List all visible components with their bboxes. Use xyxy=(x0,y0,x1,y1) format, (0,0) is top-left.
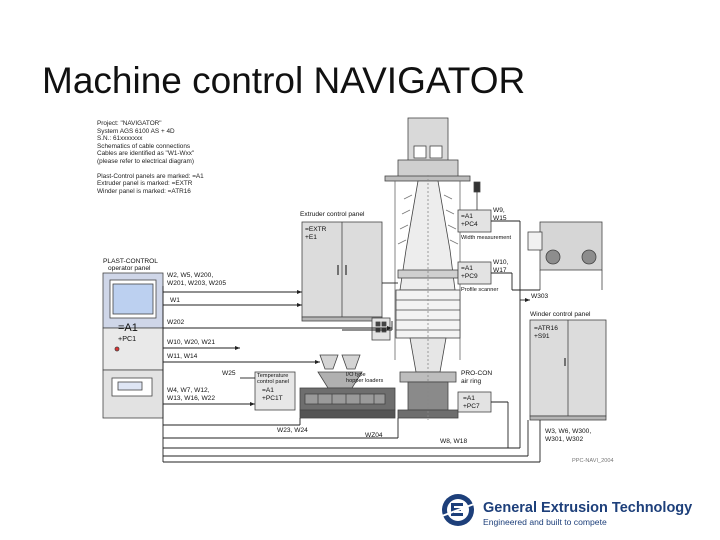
operator-panel-id: =A1 xyxy=(118,322,138,334)
extruder-panel-loc: +E1 xyxy=(305,234,317,241)
extruder-machine xyxy=(254,317,396,419)
note-line: Plast-Control panels are marked: =A1 xyxy=(97,172,204,180)
note-line: Extruder panel is marked: =EXTR xyxy=(97,180,193,188)
winder-panel-loc: +S91 xyxy=(534,333,550,340)
cable-runs xyxy=(162,220,541,463)
cable-label: W10, W20, W21 xyxy=(167,339,216,346)
note-line: Winder panel is marked: =ATR16 xyxy=(97,187,191,195)
temp-panel-loc: +PC1T xyxy=(262,395,283,402)
company-tagline: Engineered and built to compete xyxy=(483,517,607,527)
cable-label: W2, W5, W200, xyxy=(167,272,214,279)
winder-cabinet xyxy=(529,319,607,421)
winder-machine xyxy=(527,221,603,290)
project-notes: Project: "NAVIGATOR" System AGS 6100 AS … xyxy=(97,120,204,195)
drawing-reference: PPC-NAVI_2004 xyxy=(572,458,614,464)
cable-label: W1 xyxy=(170,297,180,304)
cable-label: W23, W24 xyxy=(277,427,308,434)
temp-panel-label: Temperature xyxy=(257,373,289,379)
winder-panel-title: Winder control panel xyxy=(530,311,591,318)
cable-label: W201, W203, W205 xyxy=(167,280,227,287)
pc4-caption: Width measurement xyxy=(461,235,512,241)
note-line: Cables are identified as "W1-Wxx" xyxy=(97,150,195,158)
note-line: Schematics of cable connections xyxy=(97,142,191,150)
note-line: S.N.: 61xxxxxxx xyxy=(97,135,143,143)
operator-cabinet xyxy=(102,272,164,419)
extruder-cabinet xyxy=(301,221,383,322)
note-line: (please refer to electrical diagram) xyxy=(97,157,194,165)
cable-label: W303 xyxy=(531,293,549,300)
extruder-panel-id: =EXTR xyxy=(305,226,327,233)
cable-label: WZ04 xyxy=(365,432,383,439)
cable-label: W4, W7, W12, xyxy=(167,387,210,394)
cable-arrows xyxy=(235,290,530,406)
note-line: System AGS 6100 AS + 4D xyxy=(97,127,175,135)
winder-panel-id: =ATR16 xyxy=(534,325,558,332)
cable-label: W8, W18 xyxy=(440,438,468,445)
company-logo-mark xyxy=(441,494,475,526)
pc4-id: =A1 xyxy=(461,213,473,220)
io-box-label: I/O type xyxy=(346,372,366,378)
pc4-loc: +PC4 xyxy=(461,221,478,228)
pc9-caption: Profile scanner xyxy=(461,287,499,293)
pc7-loc: +PC7 xyxy=(463,403,480,410)
extruder-panel-title: Extruder control panel xyxy=(300,211,365,218)
blown-film-tower xyxy=(384,117,481,420)
pc9-id: =A1 xyxy=(461,265,473,272)
cable-label: W17 xyxy=(493,267,507,274)
operator-panel-subtitle: operator panel xyxy=(108,265,151,272)
note-line: Project: "NAVIGATOR" xyxy=(97,120,162,127)
company-logo: General Extrusion Technology Engineered … xyxy=(483,500,692,527)
cable-label: W202 xyxy=(167,319,185,326)
operator-panel-title: PLAST-CONTROL xyxy=(103,258,158,265)
io-box-label-2: hopper loaders xyxy=(346,378,384,384)
cable-label: W10, xyxy=(493,259,509,266)
cable-label: W25 xyxy=(222,370,236,377)
pc7-title: PRO-CON xyxy=(461,370,493,377)
note-spacer xyxy=(97,166,204,173)
pc9-loc: +PC9 xyxy=(461,273,478,280)
cable-label: W301, W302 xyxy=(545,436,584,443)
temp-panel-id: =A1 xyxy=(262,387,274,394)
company-name: General Extrusion Technology xyxy=(483,500,693,516)
cable-label: W11, W14 xyxy=(167,353,198,360)
cable-label: W9, xyxy=(493,207,505,214)
cable-label: W3, W6, W300, xyxy=(545,428,592,435)
pc7-id: =A1 xyxy=(463,395,475,402)
pc7-subtitle: air ring xyxy=(461,378,482,385)
operator-panel-loc: +PC1 xyxy=(118,334,137,343)
temp-panel-label-2: control panel xyxy=(257,379,290,385)
sensor-boxes xyxy=(457,209,492,413)
slide-title: Machine control NAVIGATOR xyxy=(42,60,526,101)
cable-label: W13, W16, W22 xyxy=(167,395,216,402)
cable-label: W15 xyxy=(493,215,507,222)
